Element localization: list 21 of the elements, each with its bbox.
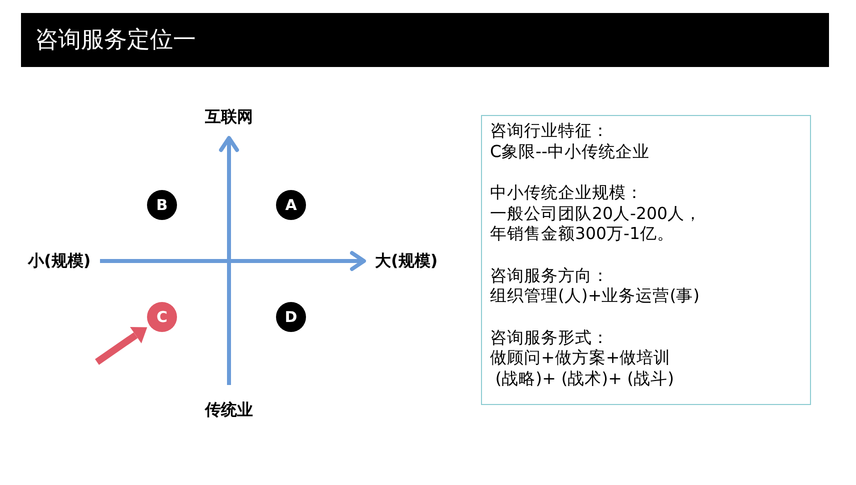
panel-text: 咨询服务形式： bbox=[490, 328, 609, 348]
quadrant-badge: A bbox=[276, 190, 306, 220]
text-panel bbox=[481, 115, 811, 405]
panel-text: 组织管理(人)+业务运营(事) bbox=[490, 286, 700, 306]
panel-text: 咨询行业特征： bbox=[490, 121, 609, 142]
axis-label: 大(规模) bbox=[375, 251, 438, 271]
pointer-arrow bbox=[95, 327, 148, 365]
quadrant-badge: B bbox=[147, 190, 177, 220]
quadrant-badge: C bbox=[147, 302, 177, 332]
axis-label: 传统业 bbox=[205, 400, 253, 420]
title-bar: 咨询服务定位一 bbox=[21, 13, 829, 67]
panel-text: 中小传统企业规模： bbox=[490, 183, 643, 204]
panel-text: C象限--中小传统企业 bbox=[490, 142, 650, 162]
panel-text: (战略)+ (战术)+ (战斗) bbox=[494, 368, 674, 389]
panel-text: 年销售金额300万-1亿。 bbox=[490, 224, 674, 244]
panel-text: 一般公司团队20人-200人， bbox=[490, 204, 702, 224]
axis-label: 互联网 bbox=[205, 107, 253, 127]
panel-text: 做顾问+做方案+做培训 bbox=[490, 348, 671, 368]
panel-text: 咨询服务方向： bbox=[490, 266, 609, 286]
axis-label: 小(规模) bbox=[28, 251, 91, 271]
quadrant-badge: D bbox=[276, 302, 306, 332]
